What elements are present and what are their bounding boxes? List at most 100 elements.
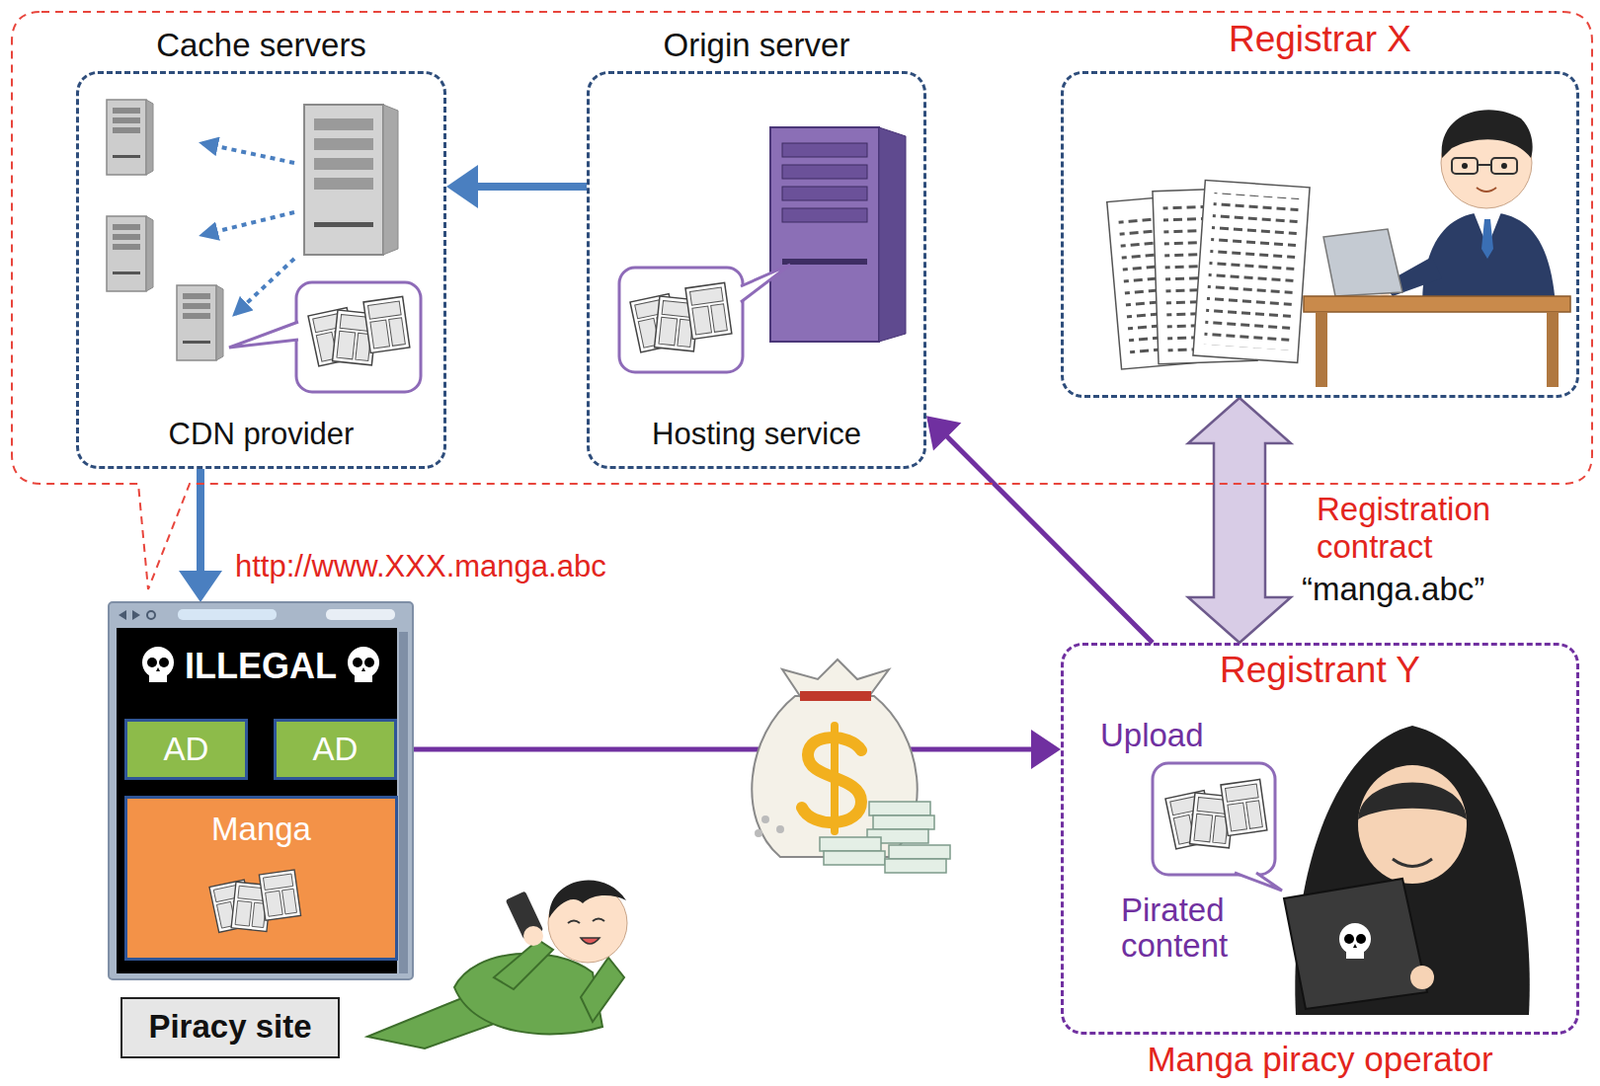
origin-server-icon: [770, 127, 906, 342]
cache-server-icons-part: [314, 138, 374, 151]
party-heading: Registrant Y: [1063, 649, 1577, 693]
operator-illustration-part: [1234, 873, 1282, 891]
cache-server-icons-part: [314, 222, 374, 228]
origin-server-icon-part: [782, 258, 868, 265]
money-bag-icon: [751, 659, 951, 874]
registrar-illustration-part: [1461, 162, 1468, 169]
registrar-illustration-part: [1303, 296, 1571, 313]
registrar-illustration-part: [1323, 229, 1403, 297]
contract-arrow: [1188, 398, 1291, 643]
reader-illustration-part: [549, 880, 627, 919]
role-caption-text: Manga piracy operator: [1146, 1040, 1493, 1080]
operator-illustration-part: [1234, 873, 1282, 891]
connector-line: [465, 182, 587, 191]
party-heading-text: Registrar X: [1228, 18, 1412, 62]
browser-window-part: [177, 609, 277, 621]
provider-name: CDN provider: [76, 416, 447, 453]
reader-illustration-part: [592, 919, 605, 923]
revenue-arrow: [397, 729, 1061, 770]
ad-label: AD: [276, 730, 395, 769]
operator-illustration-part: [1339, 923, 1371, 960]
origin-speech-bubble-part: [740, 264, 791, 303]
cache-server-icons-part: [106, 99, 154, 175]
browser-window-part: [147, 611, 156, 620]
party-heading: Registrar X: [1060, 18, 1580, 62]
delivery-arrow: [178, 469, 223, 603]
operator-illustration-part: [1283, 879, 1428, 1010]
connector-line: [196, 469, 205, 584]
cache-server-icons-part: [314, 158, 374, 170]
ad-label: AD: [127, 730, 245, 769]
registrar-illustration: [1107, 109, 1571, 388]
upload-arrow: [926, 415, 1153, 643]
origin-server-icon-part: [782, 186, 868, 201]
registrar-illustration-part: [1476, 187, 1497, 192]
callout-outline: [11, 11, 1593, 590]
group-heading-text: Cache servers: [156, 26, 367, 65]
site-caption-text: Piracy site: [148, 1008, 312, 1046]
cache-speech-bubble-part: [229, 321, 299, 348]
cache-server-icons-part: [235, 258, 295, 315]
money-bag-icon-part-part: [888, 845, 951, 860]
registrar-illustration-part: [1441, 109, 1533, 159]
connector-line: [939, 428, 1153, 643]
party-heading-text: Registrant Y: [1219, 649, 1421, 693]
reader-illustration-part: [493, 940, 554, 990]
browser-window-part: [132, 610, 141, 621]
money-bag-icon-part: [761, 815, 770, 824]
operator-illustration-part: [1410, 965, 1435, 990]
edge-label-slot: Registration contract: [1316, 490, 1554, 566]
edge-label-slot: http://www.XXX.manga.abc: [235, 549, 670, 585]
reader-illustration-part: [580, 938, 600, 945]
site-banner-text: ILLEGAL: [184, 645, 337, 687]
arrow-head: [446, 164, 479, 209]
registrar-illustration-part-part: [1203, 192, 1300, 351]
cache-server-icons-part: [202, 143, 295, 163]
money-bag-icon-part-part: [819, 837, 881, 852]
content-label-text: Manga: [211, 810, 312, 849]
ad-box: AD: [273, 719, 398, 781]
edge-label: Upload: [1100, 717, 1204, 755]
content-caption: Pirated content: [1120, 892, 1270, 965]
content-label: Manga: [127, 810, 396, 849]
role-caption: Manga piracy operator: [1060, 1040, 1580, 1080]
edge-label: Registration contract: [1316, 490, 1554, 566]
cache-server-icons-part: [383, 104, 399, 255]
browser-window: [108, 602, 413, 980]
origin-server-icon-part: [782, 143, 868, 158]
cache-server-icons-part: [314, 118, 374, 131]
registrar-illustration-part-part: [1193, 179, 1310, 363]
registrar-illustration-part: [1477, 163, 1492, 166]
ad-label-text: AD: [313, 730, 359, 769]
operator-illustration-part: [1165, 779, 1268, 849]
operator-illustration-part: [1392, 859, 1433, 868]
browser-window-part: [116, 628, 398, 974]
browser-window-part: [399, 632, 408, 974]
arrow-head: [926, 415, 961, 451]
browser-window-part: [118, 610, 127, 621]
money-bag-icon-part: [754, 829, 763, 838]
browser-window-part: [124, 796, 399, 961]
cdn-provider-box: Cache serversCDN provider: [76, 71, 447, 470]
site-caption: Piracy site: [120, 997, 340, 1059]
origin-speech-bubble: [619, 264, 791, 373]
cache-server-icons-part: [106, 216, 154, 292]
registrar-box: Registrar X: [1060, 71, 1580, 399]
registrar-illustration-part: [1451, 158, 1478, 174]
browser-window-part: [142, 646, 174, 683]
domain-name: “manga.abc”: [1301, 570, 1485, 609]
browser-window-part: [124, 719, 248, 781]
money-bag-icon-part-part: [884, 859, 947, 874]
group-heading: Cache servers: [76, 26, 447, 65]
browser-window-part: [209, 870, 302, 933]
ad-box: AD: [124, 719, 248, 781]
group-heading: Origin server: [586, 26, 927, 65]
registrar-illustration-part: [1501, 162, 1508, 169]
registrar-illustration-part: [1315, 312, 1328, 388]
money-bag-icon-part: [819, 801, 951, 874]
provider-name-text: CDN provider: [168, 416, 355, 453]
edge-label-slot: Upload: [1100, 717, 1259, 755]
cache-server-icons-part: [202, 212, 295, 236]
money-bag-icon-part: [800, 691, 872, 702]
registrar-illustration-part: [1481, 219, 1494, 259]
